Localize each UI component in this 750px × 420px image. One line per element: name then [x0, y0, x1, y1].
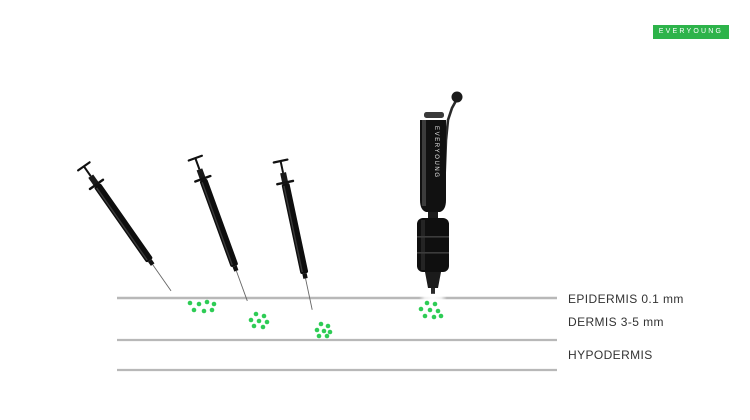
- droplets: [187, 299, 444, 339]
- jet-contact-glow: [419, 293, 447, 303]
- skin-layers: [117, 296, 557, 372]
- label-dermis: DERMIS 3-5 mm: [568, 315, 664, 329]
- pen-brand-label: EVERYOUNG: [433, 126, 439, 179]
- droplet-cluster-needle-free: [418, 300, 444, 320]
- injector-pen-icon: EVERYOUNG: [417, 91, 463, 294]
- droplet-cluster-dermis-1: [248, 311, 270, 330]
- syringe-icon: [271, 158, 322, 313]
- brand-badge: EVERYOUNG: [653, 25, 729, 39]
- droplet-cluster-dermis-2: [314, 321, 333, 339]
- label-epidermis: EPIDERMIS 0.1 mm: [568, 292, 684, 306]
- droplet-cluster-epidermis: [187, 299, 217, 314]
- label-hypodermis: HYPODERMIS: [568, 348, 653, 362]
- syringe-icon: [76, 160, 179, 297]
- syringe-icon: [186, 154, 257, 305]
